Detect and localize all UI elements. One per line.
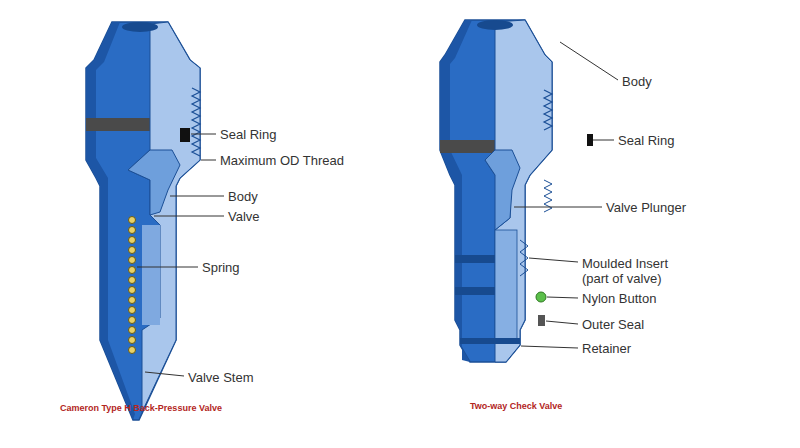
part-label: Moulded Insert (part of valve)	[582, 256, 694, 286]
part-label: Outer Seal	[582, 317, 644, 332]
two-way-check-valve	[440, 20, 552, 362]
part-label: Spring	[202, 260, 240, 275]
part-label: Body	[228, 189, 258, 204]
part-label: Valve Stem	[188, 370, 254, 385]
back-pressure-valve	[86, 22, 200, 420]
part-label: Retainer	[582, 341, 631, 356]
figure-caption: Cameron Type H Back-Pressure Valve	[60, 403, 222, 413]
figure-caption: Two-way Check Valve	[470, 401, 562, 411]
part-label: Nylon Button	[582, 291, 656, 306]
part-label: Maximum OD Thread	[220, 153, 344, 168]
part-label: Valve	[228, 209, 260, 224]
part-label: Valve Plunger	[606, 200, 686, 215]
part-label: Seal Ring	[220, 127, 276, 142]
part-label: Seal Ring	[618, 133, 674, 148]
part-label: Body	[622, 74, 652, 89]
leader-lines	[137, 134, 224, 376]
